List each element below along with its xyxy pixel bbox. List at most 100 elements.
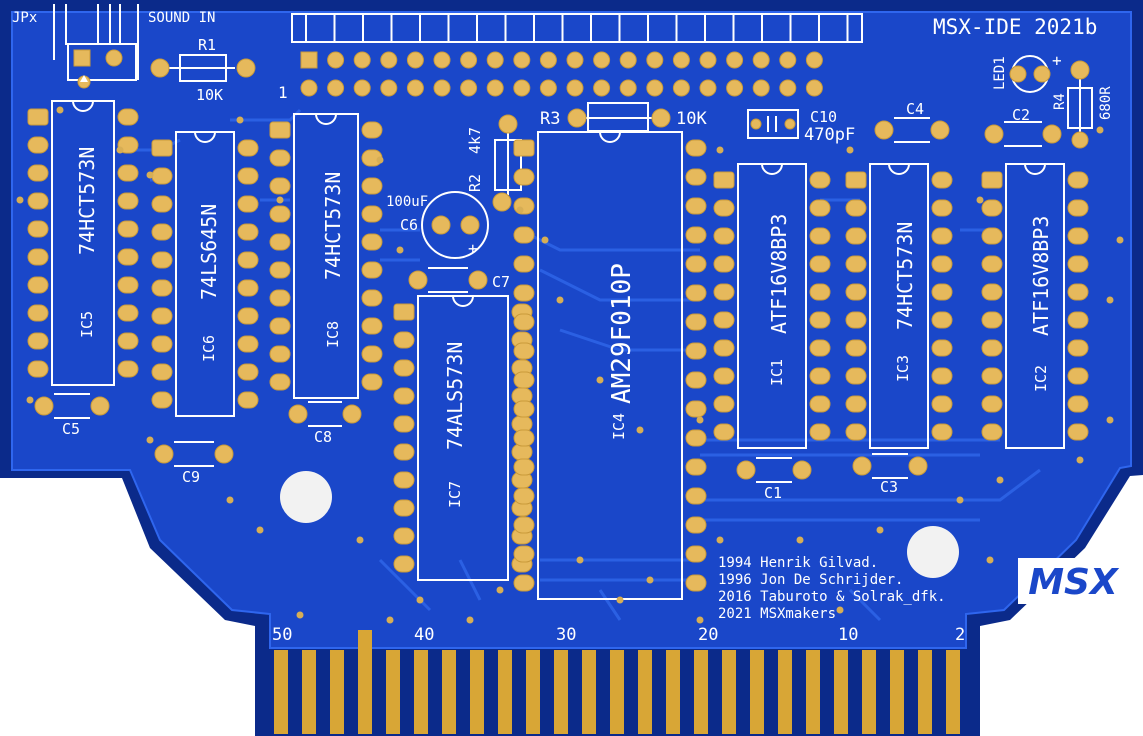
ic-pin [513, 226, 535, 244]
r1-ref: R1 [198, 36, 216, 54]
ic-package [393, 295, 533, 581]
connector-pin [380, 51, 398, 69]
r3-value: 10K [676, 109, 707, 129]
ic-pin [269, 261, 291, 279]
via [541, 236, 549, 244]
ic-pin [513, 342, 535, 360]
connector-pin [513, 51, 531, 69]
connector-pin [353, 51, 371, 69]
ic-pin [1067, 227, 1089, 245]
top-connector [291, 13, 863, 97]
ic-pin [361, 233, 383, 251]
ic-pin [513, 168, 535, 186]
c10-ref: C10 [810, 108, 837, 126]
ic-pin [361, 317, 383, 335]
via [26, 396, 34, 404]
ic-pin [809, 199, 831, 217]
ic-pin [685, 458, 707, 476]
ic-pin [981, 395, 1003, 413]
connector-pin [593, 79, 611, 97]
ic-pin [151, 363, 173, 381]
c6-ref: C6 [400, 216, 418, 234]
connector-pin [619, 79, 637, 97]
edge-finger [470, 650, 484, 734]
ic-package [269, 113, 383, 399]
connector-pin [752, 79, 770, 97]
via [616, 596, 624, 604]
cap-pad [852, 456, 872, 476]
ic-pin [981, 423, 1003, 441]
via [1076, 456, 1084, 464]
via [146, 436, 154, 444]
cap-pad [1042, 124, 1062, 144]
via [416, 596, 424, 604]
edge-finger [330, 650, 344, 734]
capacitor-c10 [747, 109, 799, 139]
ic-pin [151, 223, 173, 241]
edge-finger [442, 650, 456, 734]
ic-pin [513, 400, 535, 418]
ic-pin [269, 205, 291, 223]
led1-ref: LED1 [992, 56, 1008, 90]
ic-pin [393, 527, 415, 545]
ic-pin [685, 516, 707, 534]
r2-value: 4k7 [466, 127, 484, 154]
ic-pin [361, 261, 383, 279]
ic-pin [117, 164, 139, 182]
cap-pad [90, 396, 110, 416]
connector-pin [513, 79, 531, 97]
ic-pin [713, 227, 735, 245]
connector-pin [539, 79, 557, 97]
ic-pin [981, 199, 1003, 217]
edge-finger [610, 650, 624, 734]
c7-ref: C7 [492, 273, 510, 291]
cap-pad [288, 404, 308, 424]
ic-pin [393, 359, 415, 377]
ic5-part: 74HCT573N [75, 147, 99, 255]
edge-finger [778, 650, 792, 734]
connector-pin [566, 51, 584, 69]
ic-pin [809, 395, 831, 413]
edge-finger [806, 650, 820, 734]
edge-number-2: 2 [955, 625, 965, 645]
ic-pin [845, 227, 867, 245]
via [576, 556, 584, 564]
ic-pin [809, 227, 831, 245]
ic-pin [685, 342, 707, 360]
via [836, 606, 844, 614]
ic-pin [685, 574, 707, 592]
ic-pin [931, 423, 953, 441]
ic-pin [393, 555, 415, 573]
via [16, 196, 24, 204]
edge-finger [554, 650, 568, 734]
ic6-ref: IC6 [200, 335, 218, 362]
edge-number-10: 10 [838, 625, 858, 645]
ic-pin [685, 255, 707, 273]
ic-pin [685, 226, 707, 244]
via [116, 146, 124, 154]
ic-pin [931, 199, 953, 217]
ic-pin [27, 248, 49, 266]
r4-value: 680R [1098, 86, 1114, 120]
edge-finger [498, 650, 512, 734]
ic2-part: ATF16V8BP3 [1029, 216, 1053, 336]
ic-pin [931, 171, 953, 189]
edge-connector [274, 630, 960, 734]
r2-ref: R2 [466, 174, 484, 192]
via [496, 586, 504, 594]
edge-finger [722, 650, 736, 734]
ic-pin [237, 335, 259, 353]
ic-pin [685, 487, 707, 505]
ic-pin [237, 363, 259, 381]
via [796, 536, 804, 544]
connector-pin [406, 51, 424, 69]
board-copper-pour [11, 11, 1132, 649]
ic-pin [1067, 339, 1089, 357]
via [986, 556, 994, 564]
resistor-r3 [567, 102, 671, 132]
cap-pad [468, 270, 488, 290]
connector-pin [460, 51, 478, 69]
ic-pin [27, 220, 49, 238]
ic-pin [151, 195, 173, 213]
ic-pin [151, 251, 173, 269]
